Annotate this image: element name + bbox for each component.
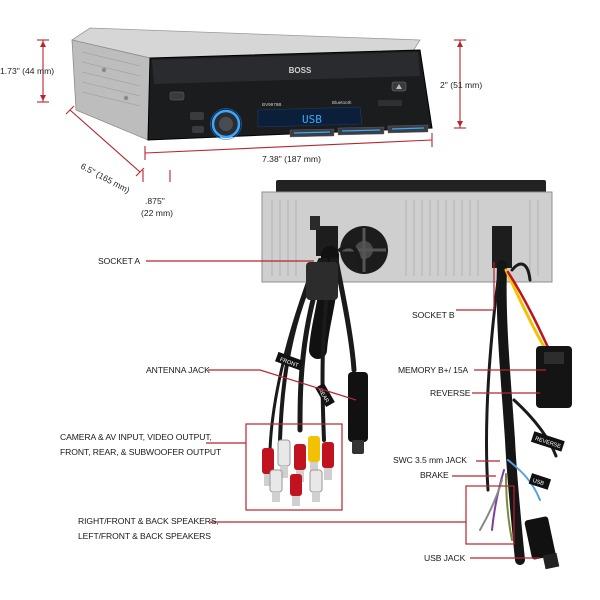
label-brake: BRAKE (420, 470, 449, 480)
head-unit-rear-view (261, 180, 553, 283)
label-av-line2: FRONT, REAR, & SUBWOOFER OUTPUT (60, 447, 222, 457)
antenna-plug (348, 372, 368, 442)
label-speakers-line2: LEFT/FRONT & BACK SPEAKERS (78, 531, 211, 541)
bluetooth-label: Bluetooth (332, 100, 352, 105)
label-swc: SWC 3.5 mm JACK (393, 455, 467, 465)
dim-lip-line1: .875" (145, 196, 165, 206)
dim-height-small: 1.73" (44 mm) (0, 66, 54, 76)
label-speakers-line1: RIGHT/FRONT & BACK SPEAKERS, (78, 516, 219, 526)
label-av-line1: CAMERA & AV INPUT, VIDEO OUTPUT, (60, 432, 212, 442)
cable-tag-rear: REAR (315, 382, 335, 408)
dim-height-large: 2" (51 mm) (440, 80, 482, 90)
socket-b-connector (492, 226, 512, 268)
harness-a-sleeve (306, 262, 338, 300)
display-text: USB (302, 113, 322, 126)
dim-depth: 6.5" (165 mm) (79, 161, 132, 195)
cable-tag-reverse: REVERSE (530, 431, 565, 452)
label-antenna-jack: ANTENNA JACK (146, 365, 210, 375)
dimension-lines (37, 39, 466, 182)
dim-lip-line2: (22 mm) (141, 208, 173, 218)
label-memory: MEMORY B+/ 15A (398, 365, 469, 375)
label-socket-a: SOCKET A (98, 256, 140, 266)
rca-plugs (262, 436, 334, 506)
head-unit-front-view: BOSS BV9979B Bluetooth USB (71, 27, 433, 141)
harness-b (479, 260, 558, 565)
cable-tag-usb: USB (528, 473, 552, 490)
label-reverse: REVERSE (430, 388, 471, 398)
callout-lines (146, 260, 546, 559)
brand-logo: BOSS (289, 66, 312, 75)
dim-width: 7.38" (187 mm) (262, 154, 321, 164)
usb-plug (524, 516, 556, 560)
lcd-display (257, 106, 363, 128)
model-label: BV9979B (262, 102, 281, 107)
label-socket-b: SOCKET B (412, 310, 455, 320)
label-usb-jack: USB JACK (424, 553, 466, 563)
svg-text:USB: USB (532, 478, 545, 487)
